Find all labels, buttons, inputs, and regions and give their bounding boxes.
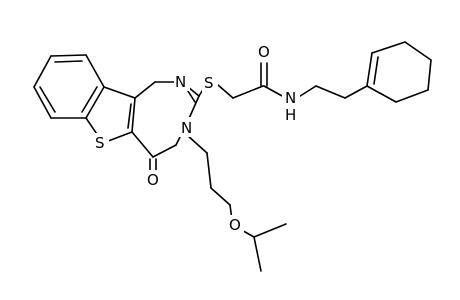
ring-carbonyl-bond (149, 158, 157, 173)
oxygen-ether: O (229, 216, 241, 234)
nitrogen-amide: N (285, 89, 296, 107)
cyclohexenylethyl-group (296, 41, 432, 103)
atom-label-s-thiophene: S (93, 133, 109, 153)
atom-label-nh-amide: N H (282, 88, 300, 124)
sulfur-thioether: S (204, 74, 214, 92)
oxygen-amide: O (258, 43, 270, 61)
isopropoxypropyl-chain (186, 134, 287, 272)
atom-label-o-ring-carbonyl: O (145, 170, 162, 190)
hydrogen-amide: H (285, 106, 296, 124)
nitrogen-ring-3: N (181, 119, 192, 137)
atom-label-s-thioether: S (202, 74, 218, 94)
atom-label-n-ring-3: N (179, 117, 196, 137)
oxygen-ring-carbonyl: O (147, 171, 159, 189)
thioacetamide-chain (198, 62, 285, 99)
n-ring-top-bg (174, 72, 190, 91)
atom-label-o-amide: O (256, 41, 273, 61)
benzene-ring (33, 54, 105, 119)
atom-label-o-ether: O (227, 215, 244, 235)
sulfur-thiophene: S (95, 134, 105, 152)
nitrogen-ring-top-visible: N (175, 73, 186, 91)
